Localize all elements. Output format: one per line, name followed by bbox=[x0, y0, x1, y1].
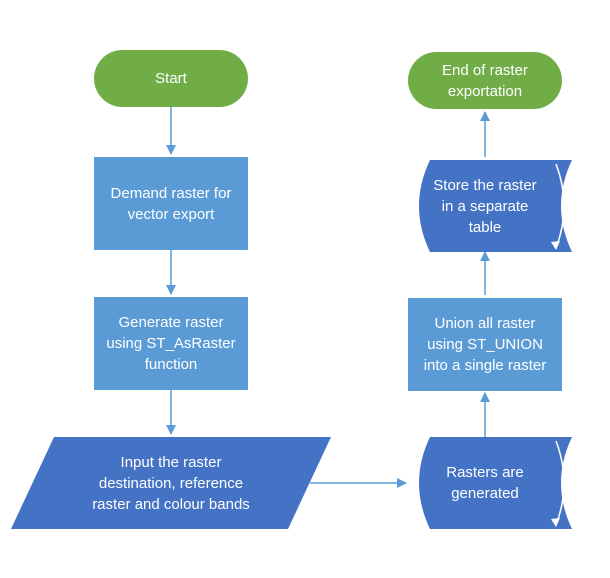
generate-label-line: Generate raster bbox=[118, 314, 224, 331]
demand-label: Demand raster for vector export bbox=[94, 157, 248, 250]
start-label: Start bbox=[94, 50, 248, 107]
union-label-line: Union all raster bbox=[434, 315, 536, 332]
store-curve-accent bbox=[555, 163, 565, 249]
union-label: Union all raster using ST_UNION into a s… bbox=[408, 298, 562, 391]
end-terminal bbox=[408, 52, 562, 109]
store-label-line: Store the raster bbox=[433, 176, 537, 194]
demand-label-line: vector export bbox=[127, 205, 215, 223]
store-stored-data-shape bbox=[419, 160, 572, 252]
generate-label-line: function bbox=[144, 356, 198, 373]
input-label-line: destination, reference bbox=[98, 474, 244, 492]
rasters-label: Rasters are generated bbox=[414, 437, 556, 529]
demand-label-line: Demand raster for bbox=[110, 184, 232, 202]
store-label-line: table bbox=[468, 218, 502, 236]
start-label-line: Start bbox=[155, 70, 187, 87]
generate-process-box bbox=[94, 297, 248, 390]
store-label-line: in a separate bbox=[441, 197, 529, 215]
input-label-line: Input the raster bbox=[120, 453, 222, 471]
generate-label-line: using ST_AsRaster bbox=[106, 335, 236, 352]
union-label-line: into a single raster bbox=[423, 357, 547, 374]
rasters-curve-accent bbox=[555, 440, 565, 526]
store-label: Store the raster in a separate table bbox=[414, 160, 556, 252]
end-label-line: exportation bbox=[447, 82, 523, 100]
end-label: End of raster exportation bbox=[408, 52, 562, 109]
demand-process-box bbox=[94, 157, 248, 250]
union-label-line: using ST_UNION bbox=[427, 336, 543, 353]
end-label-line: End of raster bbox=[442, 61, 528, 79]
rasters-label-line: Rasters are bbox=[446, 464, 524, 481]
input-label-line: raster and colour bands bbox=[92, 495, 250, 513]
start-terminal bbox=[94, 50, 248, 107]
store-curve-arrowhead bbox=[551, 241, 560, 250]
rasters-label-line: generated bbox=[451, 485, 519, 502]
input-data-parallelogram bbox=[11, 437, 331, 529]
rasters-stored-data-shape bbox=[419, 437, 572, 529]
input-label: Input the raster destination, reference … bbox=[60, 437, 282, 529]
generate-label: Generate raster using ST_AsRaster functi… bbox=[94, 297, 248, 390]
union-process-box bbox=[408, 298, 562, 391]
rasters-curve-arrowhead bbox=[551, 518, 560, 527]
